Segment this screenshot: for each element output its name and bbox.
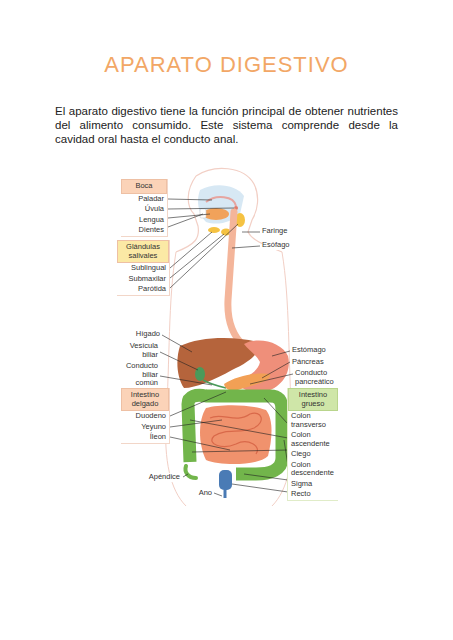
part-label: Sigma [288, 479, 338, 490]
label-group: Intestino gruesoColon transversoColon as… [287, 388, 338, 501]
part-label: Páncreas [292, 358, 342, 367]
intestine-loops [210, 413, 261, 454]
part-label: Ano [186, 489, 212, 498]
part-label: Submaxilar [117, 274, 169, 285]
part-label: Colon ascendente [288, 430, 338, 449]
part-label: Esófago [262, 241, 302, 250]
small-intestine [200, 405, 272, 464]
anal-canal [224, 490, 227, 498]
part-label: Estómago [292, 346, 342, 355]
esophagus [228, 212, 244, 346]
appendix [185, 466, 196, 478]
part-label: Conducto biliar común [118, 362, 158, 388]
intro-paragraph: El aparato digestivo tiene la función pr… [55, 104, 398, 146]
rectum [219, 470, 232, 490]
part-label: Úvula [121, 204, 167, 215]
part-label: Ciego [288, 449, 338, 460]
part-label: Dientes [121, 225, 167, 236]
label-group: BocaPaladarÚvulaLenguaDientes [121, 179, 168, 237]
palate [206, 197, 236, 206]
part-label: Vesícula biliar [122, 342, 158, 359]
page-title: APARATO DIGESTIVO [0, 52, 453, 78]
part-label: Faringe [262, 227, 302, 236]
part-label: Colon transverso [288, 411, 338, 430]
group-heading: Boca [121, 179, 167, 194]
part-label: Lengua [121, 215, 167, 226]
part-label: Paladar [121, 194, 167, 205]
sublingual-gland [208, 227, 220, 233]
teeth [200, 209, 206, 218]
part-label: Parótida [117, 284, 169, 295]
part-label: Apéndice [128, 473, 180, 482]
part-label: Conducto pancreático [295, 369, 347, 386]
pancreas [224, 373, 270, 390]
part-label: Yeyuno [121, 422, 169, 433]
part-label: Íleon [121, 432, 169, 443]
part-label: Duodeno [121, 411, 169, 422]
group-heading: Intestino delgado [121, 388, 169, 411]
group-heading: Glándulas salivales [117, 240, 169, 263]
part-label: Colon descendente [288, 460, 338, 479]
label-group: Glándulas salivalesSublingualSubmaxilarP… [117, 240, 170, 296]
group-heading: Intestino grueso [288, 388, 338, 411]
large-intestine [188, 395, 282, 474]
part-label: Hígado [120, 330, 160, 339]
part-label: Recto [288, 489, 338, 500]
label-group: Intestino delgadoDuodenoYeyunoÍleon [121, 388, 170, 444]
part-label: Sublingual [117, 263, 169, 274]
